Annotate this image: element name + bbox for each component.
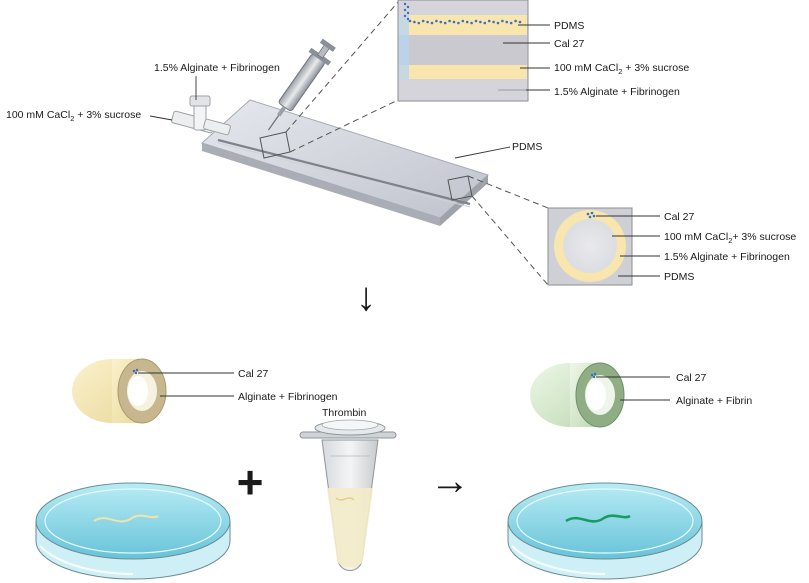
cell-dot	[403, 8, 407, 12]
fiber-cylinder-before	[72, 358, 167, 424]
cross-label-pdms: PDMS	[664, 271, 694, 283]
cell-dot	[501, 19, 504, 23]
cell-dot	[474, 19, 478, 23]
eppendorf-tube	[299, 419, 397, 571]
leader-pdms-device	[454, 146, 511, 159]
zoom-lines	[285, 1, 549, 286]
cell-dot	[421, 19, 425, 23]
fiber-cylinder-after	[530, 362, 625, 428]
cell-dot	[496, 21, 500, 25]
before-label-alginate: Alginate + Fibrinogen	[238, 391, 338, 403]
right-arrow: →	[430, 459, 470, 503]
cell-dot	[505, 20, 509, 24]
plus-sign: +	[237, 456, 264, 508]
cell-dot	[435, 19, 438, 23]
after-leaders	[596, 376, 670, 401]
cross-leader-lines	[596, 215, 660, 277]
cell-dot	[509, 21, 513, 25]
cell-dot	[439, 20, 443, 24]
fibrin-fiber	[565, 514, 631, 523]
cell-dot	[518, 20, 522, 24]
after-label-alginate-fibrin: Alginate + Fibrin	[676, 395, 752, 407]
label-pdms-device: PDMS	[512, 141, 542, 153]
long-label-alginate: 1.5% Alginate + Fibrinogen	[554, 86, 680, 98]
long-leader-lines	[503, 24, 550, 91]
cell-dot	[465, 20, 469, 24]
lumen-layer	[399, 35, 527, 65]
cell-dot	[430, 21, 434, 25]
cell-dot	[448, 19, 451, 23]
longitudinal-section-panel	[397, 0, 529, 102]
cell-dot	[461, 19, 465, 23]
cell-dot	[406, 11, 410, 15]
cell-dot	[403, 14, 407, 18]
cross-label-cal27: Cal 27	[664, 211, 695, 223]
cell-dot	[413, 20, 416, 24]
cell-dot	[514, 19, 517, 23]
pdms-chip	[201, 99, 489, 226]
top-alginate-layer	[399, 15, 527, 35]
petri-dish-before	[35, 482, 231, 580]
cell-dot	[492, 20, 495, 24]
label-cacl2-inlet: 100 mM CaCl2 + 3% sucrose	[6, 109, 141, 123]
cross-label-cacl2: 100 mM CaCl2+ 3% sucrose	[664, 231, 796, 245]
leader-cacl2-inlet	[149, 115, 173, 121]
down-arrow: ↓	[356, 275, 376, 319]
cell-dot	[426, 20, 429, 24]
cal27-cells	[403, 2, 522, 25]
cell-dot	[487, 19, 491, 23]
channel	[217, 138, 471, 206]
label-alginate-fibrinogen-inlet: 1.5% Alginate + Fibrinogen	[154, 62, 280, 74]
cell-dot	[408, 19, 412, 23]
cell-dot	[406, 17, 410, 21]
cell-dot	[403, 2, 407, 6]
cell-dot	[443, 21, 447, 25]
cross-section-panel	[547, 207, 633, 286]
cell-dot	[417, 21, 421, 25]
cross-label-alginate: 1.5% Alginate + Fibrinogen	[664, 251, 790, 263]
cal27-cells-cross	[586, 211, 596, 219]
cell-dot	[483, 21, 487, 25]
bottom-alginate-layer	[399, 65, 527, 79]
before-label-cal27: Cal 27	[238, 368, 269, 380]
label-thrombin: Thrombin	[322, 407, 367, 419]
before-leaders	[138, 372, 234, 397]
long-label-cacl2: 100 mM CaCl2 + 3% sucrose	[554, 62, 689, 76]
after-label-cal27: Cal 27	[676, 372, 707, 384]
long-label-pdms: PDMS	[554, 20, 584, 32]
alginate-fiber	[93, 514, 159, 523]
petri-dish-after	[507, 482, 703, 580]
lumen-cross	[563, 219, 617, 273]
cell-dot	[470, 21, 473, 25]
connector-fittings	[171, 95, 231, 136]
cell-dot	[452, 20, 456, 24]
cell-dot	[406, 5, 410, 9]
syringe	[267, 38, 336, 131]
long-label-cal27: Cal 27	[554, 38, 585, 50]
cell-dot	[479, 20, 482, 24]
cell-dot	[457, 21, 460, 25]
